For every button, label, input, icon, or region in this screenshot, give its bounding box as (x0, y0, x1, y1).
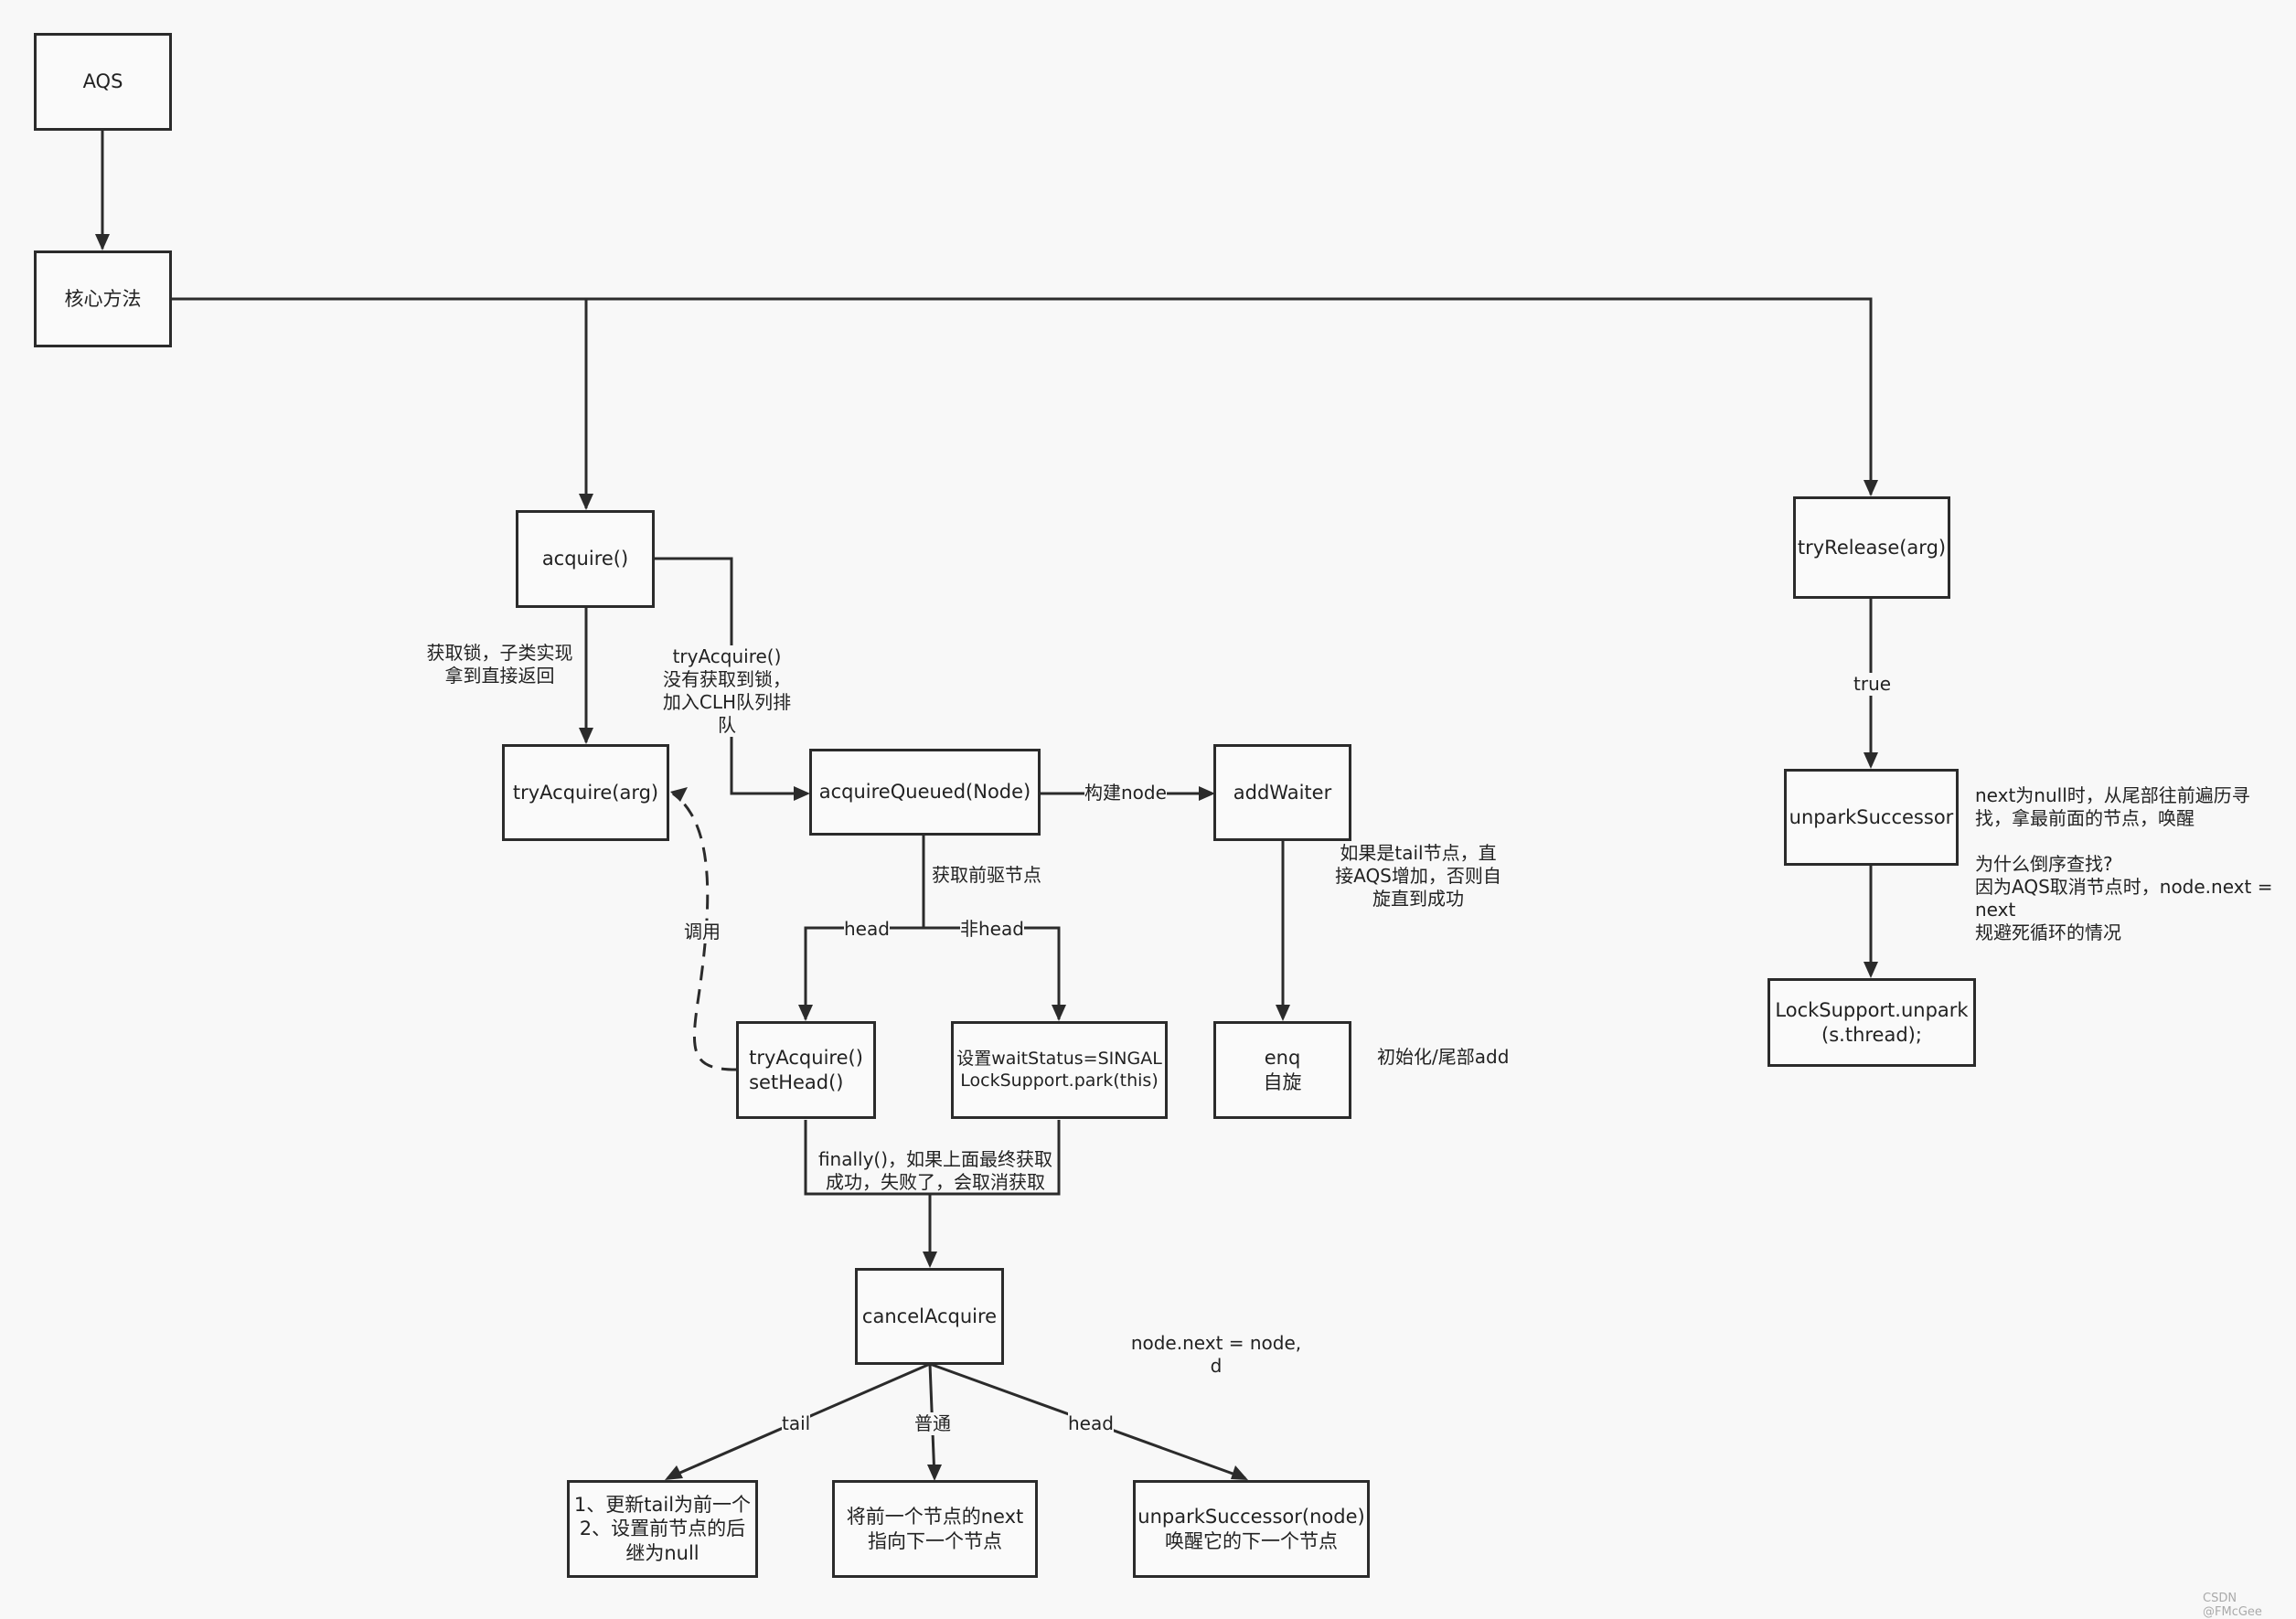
enq-node[interactable]: enq 自旋 (1213, 1021, 1351, 1119)
arrowhead (1199, 786, 1215, 801)
arrowhead (1863, 480, 1878, 496)
arrowhead (1231, 1465, 1248, 1480)
unpark-successor-node-label: unparkSuccessor(node) 唤醒它的下一个节点 (1137, 1506, 1365, 1552)
init-tail-add-label: 初始化/尾部add (1377, 1046, 1510, 1068)
arrowhead (1052, 1005, 1066, 1021)
cancel-acquire-node[interactable]: cancelAcquire (855, 1268, 1004, 1365)
unpark-successor-node[interactable]: unparkSuccessor (1784, 769, 1959, 866)
get-predecessor-label: 获取前驱节点 (932, 864, 1041, 886)
arrowhead (798, 1005, 813, 1021)
true-label: true (1853, 673, 1892, 696)
edge-core-to-acquire (171, 297, 588, 508)
add-waiter-node-label: addWaiter (1233, 781, 1332, 804)
acquire-queued-node-label: acquireQueued(Node) (818, 781, 1031, 804)
try-acquire-set-head-node[interactable]: tryAcquire() setHead() (736, 1021, 876, 1119)
arrowhead (95, 234, 110, 250)
next-null-note: next为null时，从尾部往前遍历寻 找，拿最前面的节点，唤醒 为什么倒序查找… (1975, 784, 2273, 943)
edge-core-to-tryrelease (586, 297, 1873, 495)
set-wait-status-node-label: 设置waitStatus=SINGAL LockSupport.park(thi… (956, 1048, 1162, 1091)
non-head-label: 非head (960, 918, 1024, 941)
arrowhead (927, 1465, 942, 1481)
unpark-successor-label: unparkSuccessor (1789, 805, 1954, 828)
cancel-normal-label: 普通 (914, 1412, 951, 1435)
arrowhead (1863, 752, 1878, 769)
add-waiter-node[interactable]: addWaiter (1213, 744, 1351, 841)
cancel-head-label: head (1068, 1412, 1114, 1435)
build-node-label: 构建node (1084, 782, 1167, 804)
arrowhead (665, 1465, 683, 1480)
aqs-node[interactable]: AQS (34, 33, 172, 131)
acquire-node-label: acquire() (541, 548, 629, 570)
arrowhead (794, 786, 810, 801)
acquire-lock-note: 获取锁，子类实现 拿到直接返回 (426, 642, 573, 687)
arrowhead (579, 494, 593, 510)
point-next-node[interactable]: 将前一个节点的next 指向下一个节点 (832, 1480, 1038, 1578)
watermark: CSDN @FMcGee (2203, 1592, 2262, 1619)
finally-note: finally()，如果上面最终获取 成功，失败了，会取消获取 (817, 1148, 1053, 1193)
arrowhead (1276, 1005, 1290, 1021)
try-acquire-arg-node[interactable]: tryAcquire(arg) (502, 744, 669, 841)
acquire-node[interactable]: acquire() (516, 510, 655, 608)
try-acquire-fail-label: tryAcquire() 没有获取到锁， 加入CLH队列排队 (657, 645, 796, 737)
tail-note: 如果是tail节点，直 接AQS增加，否则自 旋直到成功 (1335, 842, 1501, 910)
point-next-node-label: 将前一个节点的next 指向下一个节点 (846, 1506, 1024, 1552)
cancel-acquire-node-label: cancelAcquire (861, 1305, 998, 1327)
edge-finally-bracket (804, 1120, 1061, 1196)
lock-support-unpark-node[interactable]: LockSupport.unpark (s.thread); (1767, 978, 1976, 1067)
invoke-label: 调用 (684, 921, 721, 943)
core-methods-node[interactable]: 核心方法 (34, 250, 172, 347)
cancel-tail-label: tail (782, 1412, 811, 1435)
node-next-note: node.next = node, d (1130, 1332, 1302, 1377)
arrowhead (1863, 962, 1878, 978)
set-wait-status-node[interactable]: 设置waitStatus=SINGAL LockSupport.park(thi… (951, 1021, 1168, 1119)
aqs-node-label: AQS (82, 70, 123, 93)
try-release-node[interactable]: tryRelease(arg) (1793, 496, 1950, 599)
core-methods-node-label: 核心方法 (64, 287, 142, 310)
try-acquire-set-head-node-label: tryAcquire() setHead() (749, 1047, 863, 1093)
update-tail-node[interactable]: 1、更新tail为前一个 2、设置前节点的后 继为null (567, 1480, 758, 1578)
arrowhead (923, 1252, 937, 1268)
try-acquire-arg-node-label: tryAcquire(arg) (512, 781, 659, 804)
acquire-queued-node[interactable]: acquireQueued(Node) (809, 749, 1041, 836)
enq-node-label: enq 自旋 (1263, 1047, 1302, 1093)
arrowhead (670, 787, 688, 802)
head-label: head (844, 918, 890, 941)
edge-split-nonhead (924, 926, 1061, 1019)
update-tail-node-label: 1、更新tail为前一个 2、设置前节点的后 继为null (573, 1494, 752, 1564)
unpark-successor-node-node[interactable]: unparkSuccessor(node) 唤醒它的下一个节点 (1133, 1480, 1370, 1578)
try-release-node-label: tryRelease(arg) (1797, 536, 1947, 559)
lock-support-unpark-node-label: LockSupport.unpark (s.thread); (1775, 999, 1969, 1046)
edge-invoke-dashed (672, 792, 737, 1071)
edge-split-head (804, 926, 924, 1019)
arrowhead (579, 728, 593, 744)
